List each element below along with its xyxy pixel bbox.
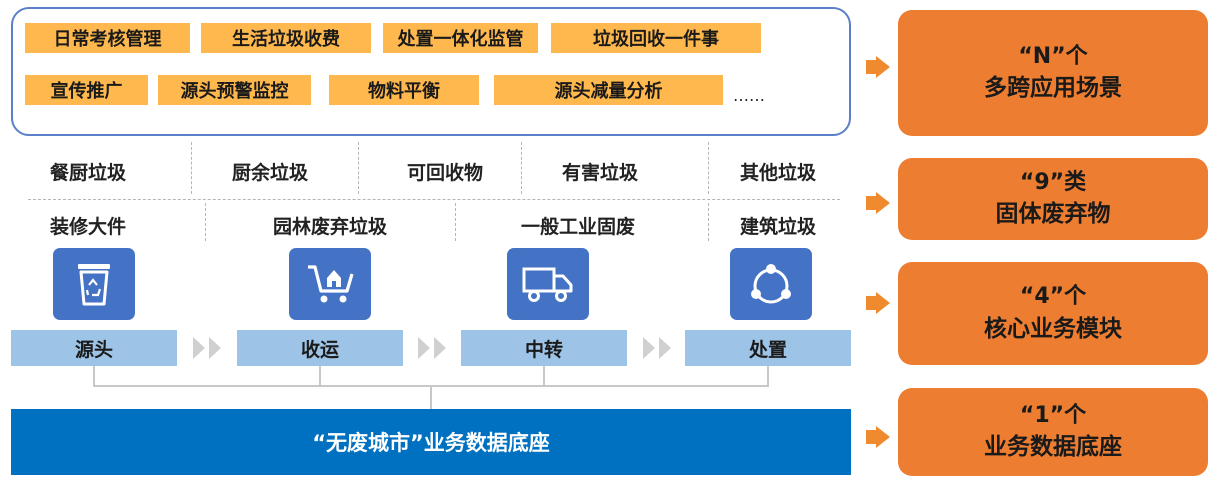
waste-category: 有害垃圾 (561, 162, 638, 184)
category-divider (708, 142, 709, 194)
category-divider (521, 142, 522, 194)
card-count: “N”个 (1018, 43, 1088, 69)
data-foundation-bar: “无废城市”业务数据底座 (11, 409, 851, 475)
scenario-tag: 源头减量分析 (494, 75, 723, 105)
stage-source: 源头 (11, 330, 177, 366)
summary-card-scenarios: “N”个 多跨应用场景 (898, 10, 1208, 136)
connector-line (543, 366, 545, 386)
chevron-right-icon (209, 337, 221, 359)
stage-collection: 收运 (237, 330, 403, 366)
chevron-right-icon (643, 337, 655, 359)
summary-card-data-foundation: “1”个 业务数据底座 (898, 388, 1208, 476)
card-title: 核心业务模块 (984, 315, 1122, 342)
summary-card-waste-types: “9”类 固体废弃物 (898, 158, 1208, 240)
shopping-cart-icon (289, 248, 371, 320)
scenario-tag: 日常考核管理 (25, 23, 190, 53)
arrow-right-icon (866, 426, 890, 448)
scenario-tag: 源头预警监控 (158, 75, 311, 105)
card-title: 多跨应用场景 (984, 75, 1122, 102)
connector-line (319, 366, 321, 386)
card-count: “1”个 (1019, 402, 1087, 428)
chevron-right-icon (193, 337, 205, 359)
more-scenarios-ellipsis: …… (733, 86, 765, 105)
scenario-tag: 处置一体化监管 (383, 23, 538, 53)
stage-transfer: 中转 (461, 330, 627, 366)
stage-disposal: 处置 (685, 330, 851, 366)
waste-category: 一般工业固废 (520, 216, 635, 238)
scenario-tag: 物料平衡 (329, 75, 479, 105)
category-divider (455, 203, 456, 241)
category-divider (191, 142, 192, 194)
card-title: 固体废弃物 (995, 201, 1111, 228)
card-count: “4”个 (1019, 284, 1087, 309)
chevron-right-icon (434, 337, 446, 359)
chevron-right-icon (659, 337, 671, 359)
waste-category: 园林废弃垃圾 (272, 216, 387, 238)
share-network-icon (730, 248, 812, 320)
arrow-right-icon (866, 192, 890, 214)
category-divider (205, 203, 206, 241)
waste-category: 餐厨垃圾 (49, 162, 126, 184)
arrow-right-icon (866, 56, 890, 78)
connector-line (93, 366, 95, 386)
category-divider (358, 142, 359, 194)
scenario-tag: 宣传推广 (25, 75, 148, 105)
waste-category: 可回收物 (406, 162, 483, 184)
card-title: 业务数据底座 (984, 434, 1122, 461)
category-divider (708, 203, 709, 241)
connector-line (430, 386, 432, 409)
recycle-bin-icon (53, 248, 135, 320)
chevron-right-icon (418, 337, 430, 359)
truck-icon (507, 248, 589, 320)
waste-category: 建筑垃圾 (739, 216, 816, 238)
category-row-divider (28, 199, 840, 200)
waste-category: 厨余垃圾 (231, 162, 308, 184)
arrow-right-icon (866, 292, 890, 314)
connector-line (767, 366, 769, 386)
scenario-tag: 垃圾回收一件事 (551, 23, 761, 53)
scenario-tag: 生活垃圾收费 (201, 23, 371, 53)
waste-category: 装修大件 (49, 216, 126, 238)
card-count: “9”类 (1019, 169, 1087, 195)
waste-category: 其他垃圾 (739, 162, 816, 184)
summary-card-modules: “4”个 核心业务模块 (898, 262, 1208, 365)
